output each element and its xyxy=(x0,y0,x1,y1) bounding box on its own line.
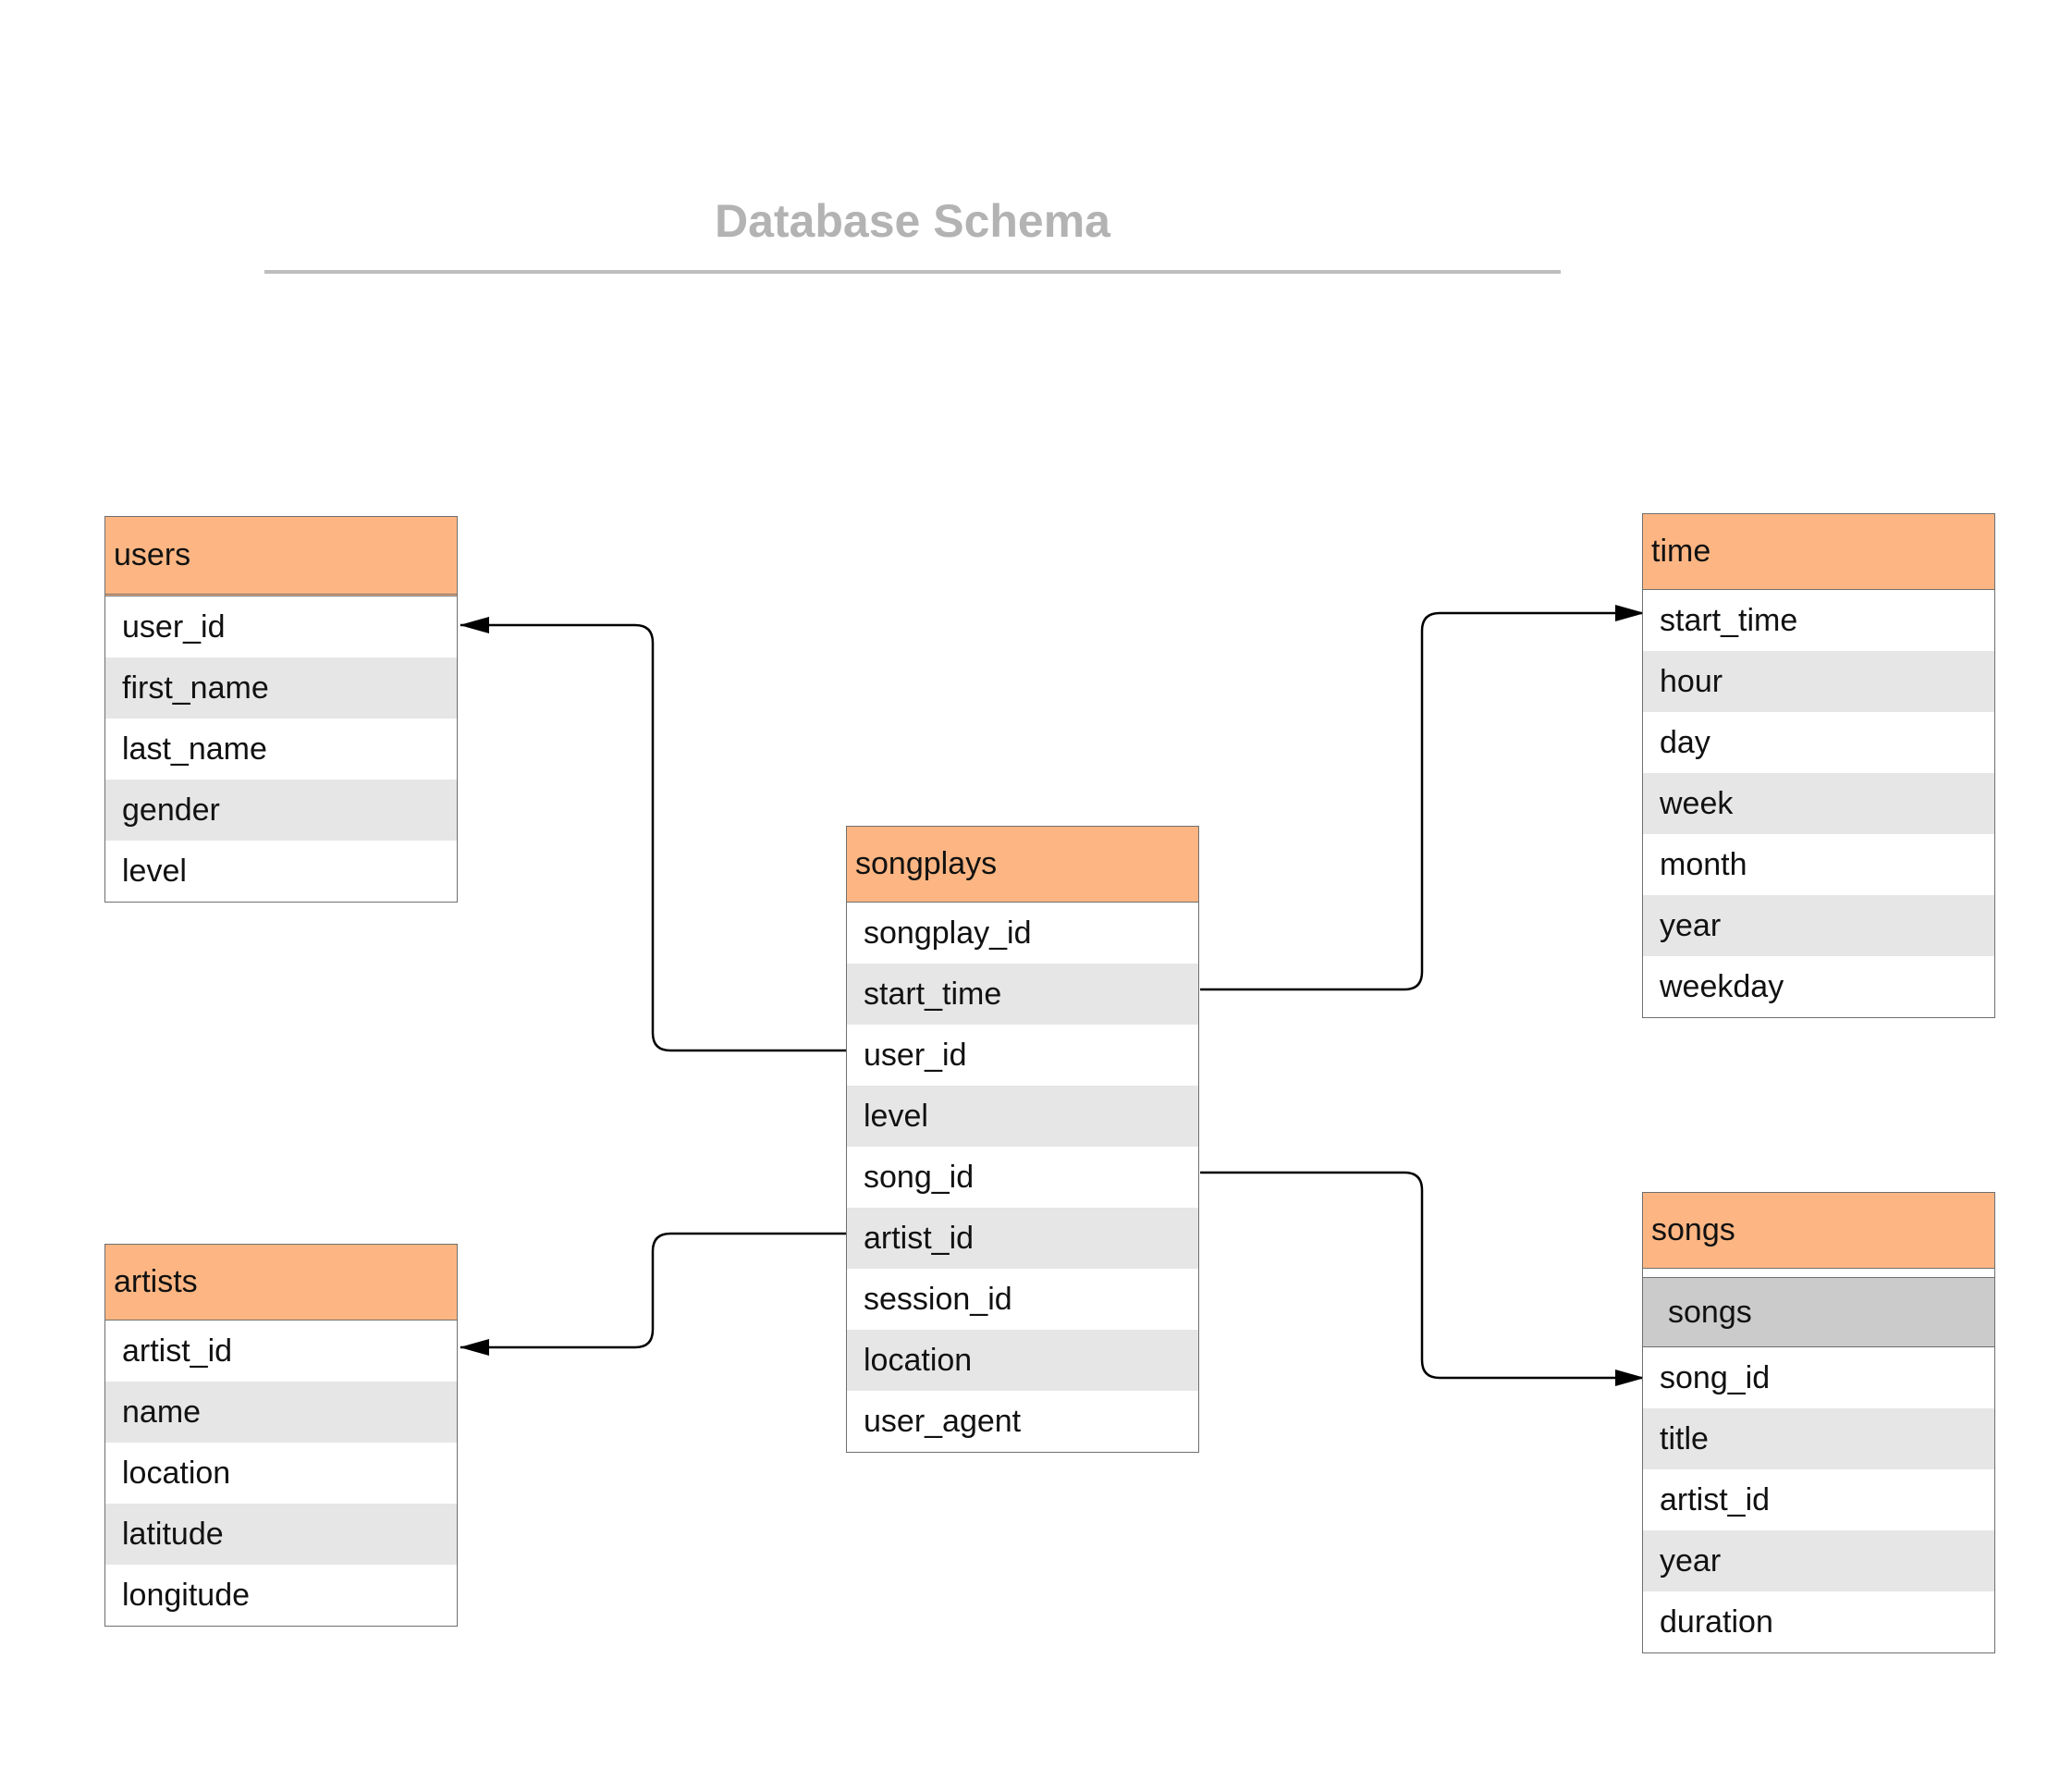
link-songplays-start_time-to-time xyxy=(1200,611,1642,991)
arrowhead-time xyxy=(1615,605,1645,621)
column-list: songplay_id start_time user_id level son… xyxy=(847,903,1198,1452)
diagram-title: Database Schema xyxy=(714,195,1110,247)
column-row[interactable]: first_name xyxy=(105,657,457,719)
arrowhead-songs xyxy=(1615,1370,1645,1386)
column-row[interactable]: last_name xyxy=(105,719,457,780)
column-list: user_id first_name last_name gender leve… xyxy=(105,596,457,902)
column-row[interactable]: location xyxy=(105,1443,457,1504)
column-row[interactable]: user_id xyxy=(105,596,457,657)
table-subheader[interactable]: songs xyxy=(1643,1277,1994,1347)
column-row[interactable]: location xyxy=(847,1330,1198,1391)
column-row[interactable]: day xyxy=(1643,712,1994,773)
column-row[interactable]: song_id xyxy=(847,1147,1198,1208)
table-time[interactable]: time start_time hour day week month year… xyxy=(1642,513,1995,1018)
column-row[interactable]: week xyxy=(1643,773,1994,834)
column-row[interactable]: title xyxy=(1643,1408,1994,1469)
column-row[interactable]: name xyxy=(105,1382,457,1443)
column-row[interactable]: longitude xyxy=(105,1565,457,1626)
column-row[interactable]: artist_id xyxy=(1643,1469,1994,1530)
link-songplays-user_id-to-users xyxy=(460,623,846,1052)
column-row[interactable]: session_id xyxy=(847,1269,1198,1330)
column-row[interactable]: start_time xyxy=(1643,590,1994,651)
column-row[interactable]: start_time xyxy=(847,964,1198,1025)
column-list: start_time hour day week month year week… xyxy=(1643,590,1994,1017)
column-row[interactable]: level xyxy=(847,1086,1198,1147)
table-header[interactable]: songplays xyxy=(847,827,1198,903)
column-row[interactable]: year xyxy=(1643,895,1994,956)
table-artists[interactable]: artists artist_id name location latitude… xyxy=(104,1244,458,1627)
column-row[interactable]: songplay_id xyxy=(847,903,1198,964)
column-row[interactable]: duration xyxy=(1643,1591,1994,1652)
title-divider xyxy=(264,270,1561,274)
column-row[interactable]: month xyxy=(1643,834,1994,895)
column-row[interactable]: user_agent xyxy=(847,1391,1198,1452)
table-header[interactable]: songs xyxy=(1643,1193,1994,1269)
column-row[interactable]: song_id xyxy=(1643,1347,1994,1408)
link-songplays-artist_id-to-artists xyxy=(460,1232,846,1349)
arrowhead-artists xyxy=(460,1339,489,1356)
column-row[interactable]: weekday xyxy=(1643,956,1994,1017)
column-row[interactable]: gender xyxy=(105,780,457,841)
table-header[interactable]: time xyxy=(1643,514,1994,590)
arrowhead-users xyxy=(460,617,489,633)
column-row[interactable]: user_id xyxy=(847,1025,1198,1086)
table-users[interactable]: users user_id first_name last_name gende… xyxy=(104,516,458,903)
link-songplays-song_id-to-songs xyxy=(1200,1171,1642,1380)
table-header[interactable]: artists xyxy=(105,1245,457,1321)
column-row[interactable]: year xyxy=(1643,1530,1994,1591)
column-row[interactable]: artist_id xyxy=(847,1208,1198,1269)
table-header[interactable]: users xyxy=(105,517,457,596)
table-songplays[interactable]: songplays songplay_id start_time user_id… xyxy=(846,826,1199,1453)
column-row[interactable]: latitude xyxy=(105,1504,457,1565)
column-list: artist_id name location latitude longitu… xyxy=(105,1321,457,1626)
column-row[interactable]: level xyxy=(105,841,457,902)
table-songs[interactable]: songs songs song_id title artist_id year… xyxy=(1642,1192,1995,1653)
column-list: song_id title artist_id year duration xyxy=(1643,1347,1994,1652)
column-row[interactable]: hour xyxy=(1643,651,1994,712)
column-row[interactable]: artist_id xyxy=(105,1321,457,1382)
